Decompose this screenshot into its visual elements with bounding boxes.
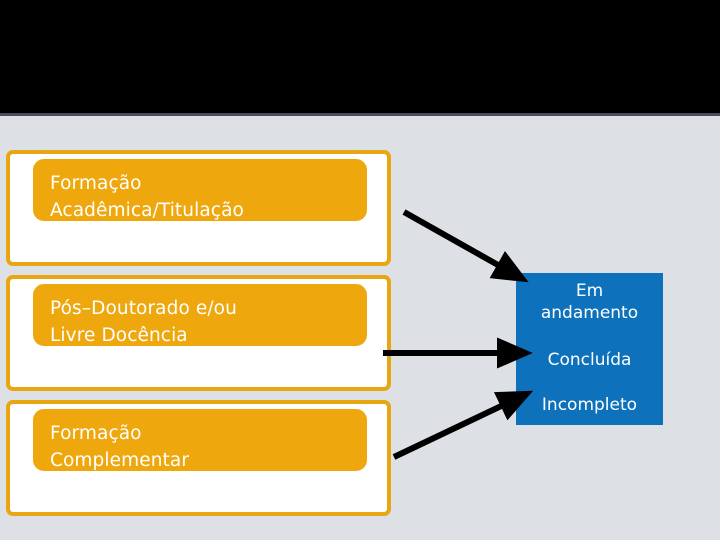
category-box-pos-doutorado[interactable]: Pós–Doutorado e/ou Livre Docência bbox=[6, 275, 391, 391]
status-item-em-andamento-line2: andamento bbox=[540, 303, 639, 323]
category-label-line-2b: Livre Docência bbox=[50, 325, 188, 346]
status-item-em-andamento-line1: Em bbox=[575, 281, 604, 301]
category-box-label-2: Pós–Doutorado e/ou Livre Docência bbox=[28, 279, 372, 351]
category-box-formacao-academica[interactable]: Formação Acadêmica/Titulação bbox=[6, 150, 391, 266]
status-box[interactable]: Em andamento Concluída Incompleto bbox=[516, 273, 663, 425]
band-divider-rule bbox=[0, 113, 720, 116]
category-label-line-3a: Formação bbox=[50, 423, 142, 444]
category-label-line-1a: Formação bbox=[50, 173, 142, 194]
status-item-concluida: Concluída bbox=[547, 350, 632, 370]
category-box-label-3: Formação Complementar bbox=[28, 404, 372, 476]
category-label-line-1b: Acadêmica/Titulação bbox=[50, 200, 244, 221]
top-black-band bbox=[0, 0, 720, 113]
category-box-label-1: Formação Acadêmica/Titulação bbox=[28, 154, 372, 226]
category-label-line-3b: Complementar bbox=[50, 450, 190, 471]
category-label-line-2a: Pós–Doutorado e/ou bbox=[50, 298, 237, 319]
category-box-formacao-complementar[interactable]: Formação Complementar bbox=[6, 400, 391, 516]
status-item-incomplete: Incompleto bbox=[541, 395, 638, 415]
